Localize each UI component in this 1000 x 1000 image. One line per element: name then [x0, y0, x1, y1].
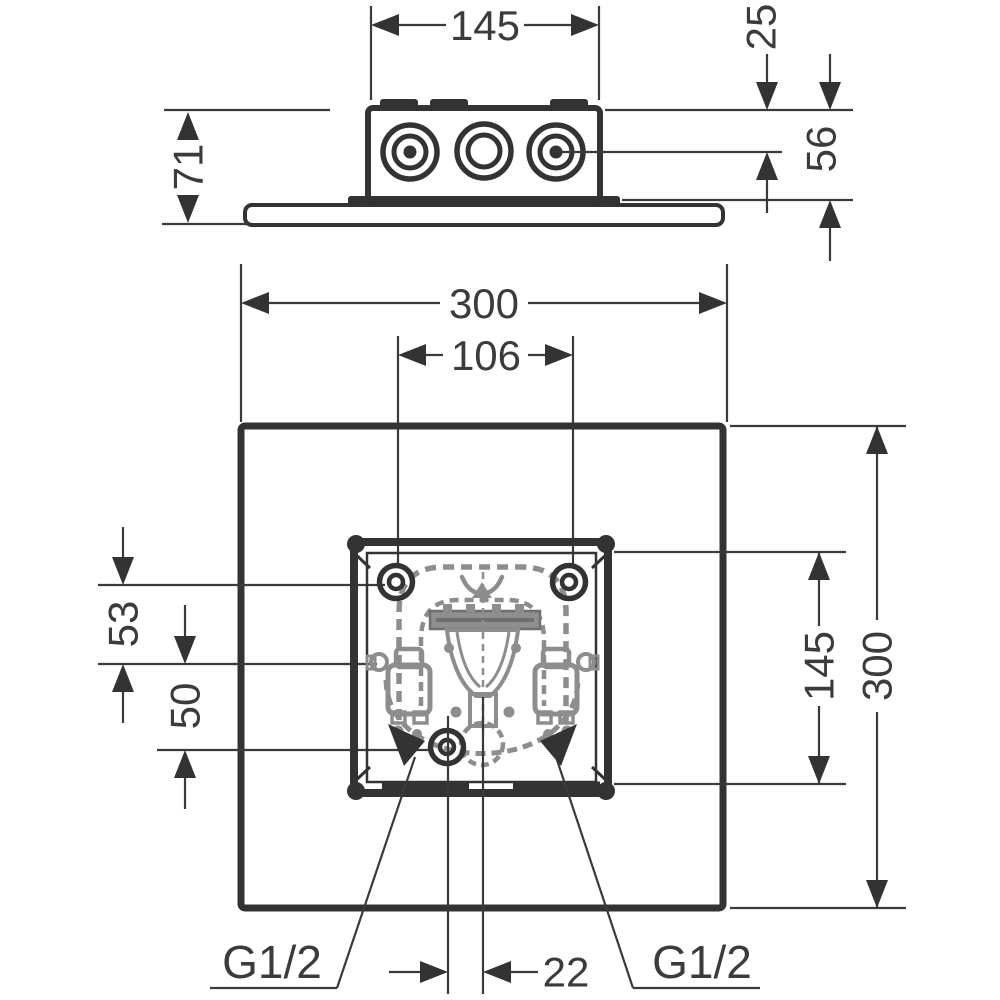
arrowhead-right-icon — [699, 292, 727, 314]
arrowhead-up-icon — [112, 664, 134, 692]
dim-label-71: 71 — [165, 144, 212, 191]
arrowhead-up-icon — [756, 152, 778, 180]
frame-corner-icon — [597, 782, 615, 800]
dim-label-56: 56 — [798, 126, 845, 173]
dimension-145-vertical: 145 — [614, 550, 846, 786]
arrowhead-up-icon — [866, 426, 888, 454]
box-tab-icon — [380, 99, 418, 110]
dim-label-25: 25 — [738, 4, 785, 51]
arrowhead-left-icon — [371, 14, 399, 36]
arrowhead-down-icon — [177, 195, 199, 223]
wall-plate-side — [243, 203, 725, 227]
arrowhead-left-icon — [398, 344, 426, 366]
arrowhead-down-icon — [819, 82, 841, 110]
dim-label-145-v: 145 — [796, 631, 843, 701]
frame-corner-icon — [597, 535, 615, 553]
dimension-50: 50 — [162, 605, 209, 809]
dim-label-53: 53 — [100, 601, 147, 648]
dim-label-106: 106 — [451, 332, 521, 379]
frame-corner-icon — [347, 535, 365, 553]
thread-label-right: G1/2 — [652, 936, 752, 988]
side-view: 145 — [162, 2, 853, 261]
port-middle — [454, 121, 514, 181]
dimension-106: 106 — [396, 332, 575, 564]
arrowhead-down-icon — [756, 82, 778, 110]
dim-label-300-v: 300 — [854, 631, 901, 701]
dim-label-145-top: 145 — [450, 2, 520, 49]
arrowhead-up-icon — [177, 112, 199, 140]
frame-corner-icon — [347, 782, 365, 800]
thread-callout-left: G1/2 — [210, 724, 425, 990]
screw-hole-top-right — [549, 562, 589, 602]
dimension-53: 53 — [100, 527, 147, 723]
dimension-300-vertical: 300 — [730, 424, 906, 910]
arrowhead-right-icon — [545, 344, 573, 366]
dim-label-300-h: 300 — [449, 280, 519, 327]
arrowhead-down-icon — [174, 636, 196, 664]
thread-callout-right: G1/2 — [540, 724, 760, 990]
dimension-300-horizontal: 300 — [239, 264, 729, 422]
arrowhead-up-icon — [819, 200, 841, 228]
dim-label-22: 22 — [543, 949, 590, 996]
arrowhead-up-icon — [174, 750, 196, 778]
dimension-56: 56 — [798, 54, 845, 261]
box-tab-icon — [430, 99, 468, 110]
arrowhead-up-icon — [808, 552, 830, 580]
dimension-71: 71 — [162, 108, 330, 226]
leader-arrowhead-icon — [540, 724, 577, 766]
dimension-22: 22 — [389, 697, 589, 996]
arrowhead-right-icon — [420, 961, 448, 983]
plan-view: 300 106 53 50 — [98, 264, 906, 996]
thread-label-left: G1/2 — [222, 936, 322, 988]
dimension-25: 25 — [738, 4, 785, 213]
port-left — [380, 122, 440, 182]
screw-hole-top-left — [376, 562, 416, 602]
arrowhead-right-icon — [571, 14, 599, 36]
arrowhead-down-icon — [866, 880, 888, 908]
arrowhead-left-icon — [483, 961, 511, 983]
leader-arrowhead-icon — [388, 724, 425, 766]
arrowhead-down-icon — [112, 557, 134, 585]
arrowhead-down-icon — [808, 756, 830, 784]
junction-box-side — [365, 105, 603, 203]
box-tab-icon — [550, 99, 588, 110]
dim-label-50: 50 — [162, 683, 209, 730]
arrowhead-left-icon — [241, 292, 269, 314]
dimension-145-top: 145 — [369, 2, 601, 100]
